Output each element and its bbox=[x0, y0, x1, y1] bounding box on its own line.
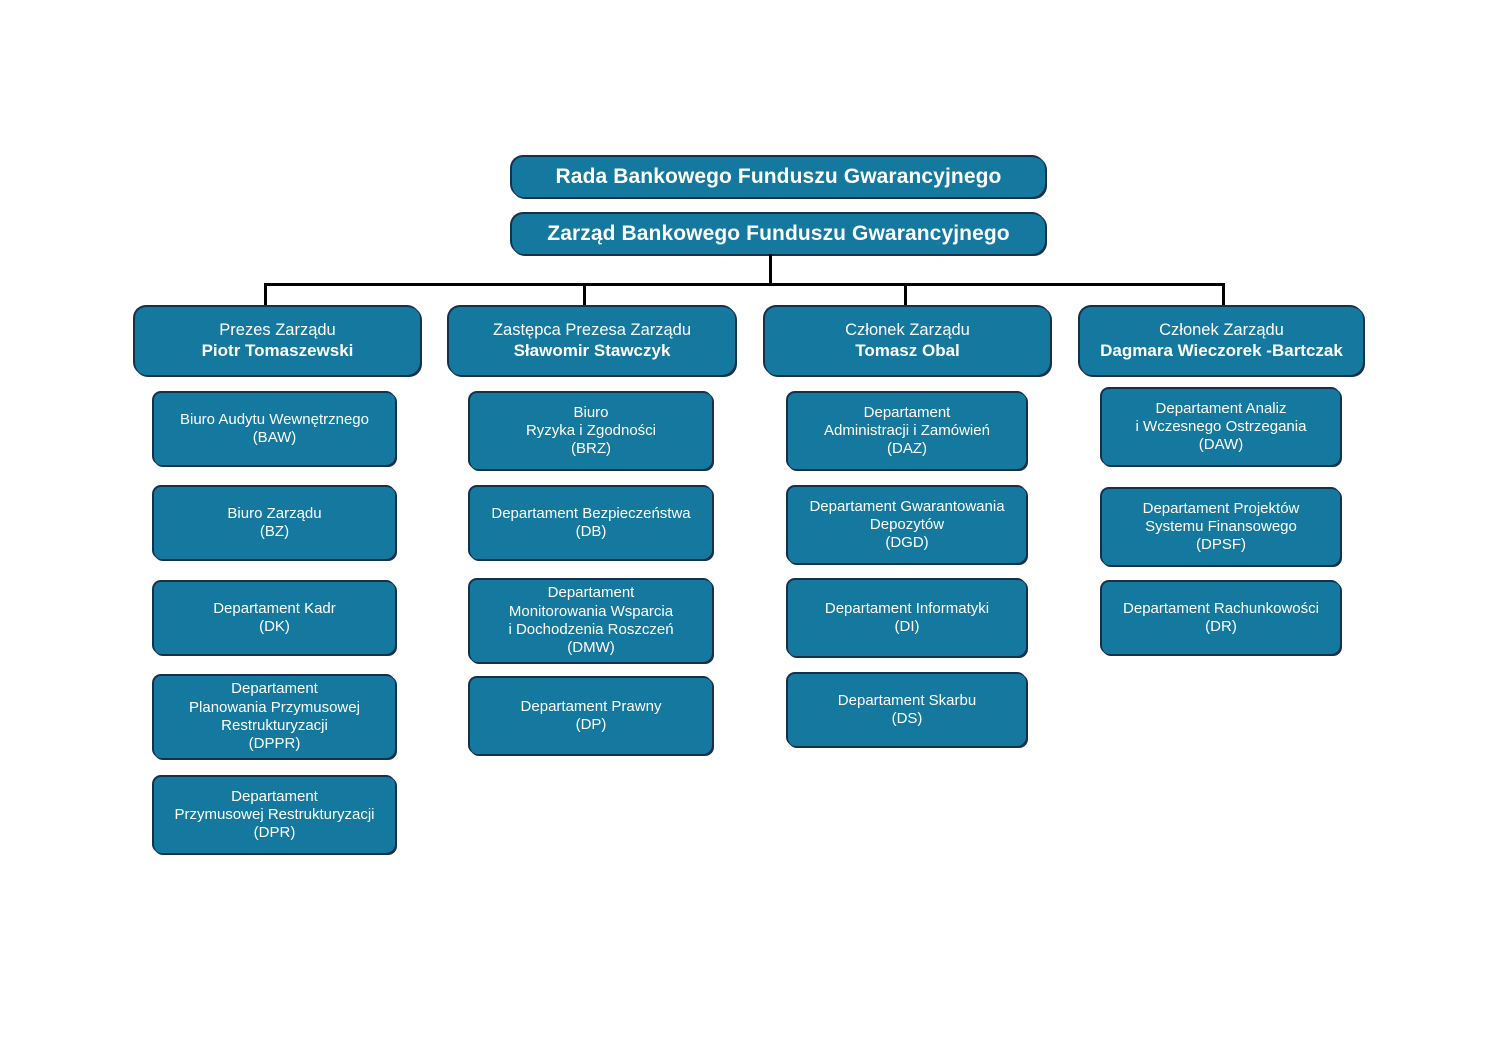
unit-dppr-line-3: Restrukturyzacji bbox=[221, 717, 328, 734]
connector-drop-col-4 bbox=[1222, 283, 1225, 307]
board-member-4-person: Dagmara Wieczorek -Bartczak bbox=[1100, 341, 1343, 361]
node-unit-brz: Biuro Ryzyka i Zgodności (BRZ) bbox=[468, 391, 712, 469]
node-unit-ds: Departament Skarbu (DS) bbox=[786, 672, 1026, 746]
unit-daz-line-1: Departament bbox=[863, 403, 951, 421]
node-unit-dgd: Departament Gwarantowania Depozytów (DGD… bbox=[786, 485, 1026, 563]
node-unit-dp: Departament Prawny (DP) bbox=[468, 676, 712, 754]
unit-dr-line-2: (DR) bbox=[1205, 618, 1237, 635]
unit-ds-line-2: (DS) bbox=[891, 710, 923, 727]
node-board-member-2: Zastępca Prezesa Zarządu Sławomir Stawcz… bbox=[447, 305, 735, 375]
connector-drop-col-3 bbox=[904, 283, 907, 307]
node-unit-bz: Biuro Zarządu (BZ) bbox=[152, 485, 395, 559]
unit-baw-line-2: (BAW) bbox=[252, 429, 297, 446]
unit-dpsf-line-3: (DPSF) bbox=[1196, 536, 1246, 554]
unit-dp-line-1: Departament Prawny bbox=[520, 697, 662, 715]
board-member-1-role: Prezes Zarządu bbox=[219, 321, 336, 340]
unit-dpr-line-1: Departament bbox=[231, 787, 318, 805]
unit-dgd-line-1: Departament Gwarantowania bbox=[809, 497, 1005, 515]
node-board-member-4: Członek Zarządu Dagmara Wieczorek -Bartc… bbox=[1078, 305, 1363, 375]
node-unit-dk: Departament Kadr (DK) bbox=[152, 580, 395, 654]
unit-db-line-1: Departament Bezpieczeństwa bbox=[491, 504, 691, 522]
unit-daw-line-2: i Wczesnego Ostrzegania bbox=[1135, 417, 1307, 435]
unit-dpr-line-2: Przymusowej Restrukturyzacji bbox=[174, 805, 375, 823]
unit-dppr-line-4: (DPPR) bbox=[248, 735, 301, 753]
unit-dmw-line-1: Departament bbox=[547, 584, 635, 602]
unit-bz-line-1: Biuro Zarządu bbox=[227, 504, 322, 522]
board-member-4-role: Członek Zarządu bbox=[1159, 321, 1284, 340]
unit-daz-line-2: Administracji i Zamówień bbox=[824, 421, 990, 439]
unit-di-line-1: Departament Informatyki bbox=[824, 599, 990, 617]
unit-daw-line-1: Departament Analiz bbox=[1155, 399, 1287, 417]
unit-dpsf-line-2: Systemu Finansowego bbox=[1145, 517, 1297, 535]
unit-brz-line-3: (BRZ) bbox=[571, 440, 611, 458]
unit-daz-line-3: (DAZ) bbox=[887, 440, 927, 458]
connector-drop-col-2 bbox=[583, 283, 586, 307]
connector-board-to-bus bbox=[769, 254, 772, 285]
unit-baw-line-1: Biuro Audytu Wewnętrznego bbox=[179, 410, 369, 428]
unit-dmw-line-2: Monitorowania Wsparcia bbox=[508, 602, 674, 620]
node-unit-di: Departament Informatyki (DI) bbox=[786, 578, 1026, 656]
board-member-1-person: Piotr Tomaszewski bbox=[201, 341, 354, 361]
unit-dppr-line-1: Departament bbox=[231, 680, 318, 698]
node-council-label: Rada Bankowego Funduszu Gwarancyjnego bbox=[555, 165, 1002, 189]
unit-brz-line-1: Biuro bbox=[573, 403, 609, 421]
node-unit-dr: Departament Rachunkowości (DR) bbox=[1100, 580, 1340, 654]
node-unit-dmw: Departament Monitorowania Wsparcia i Doc… bbox=[468, 578, 712, 662]
unit-ds-line-1: Departament Skarbu bbox=[837, 691, 977, 709]
unit-dgd-line-3: (DGD) bbox=[885, 534, 929, 552]
unit-dp-line-2: (DP) bbox=[575, 716, 607, 733]
node-unit-dpr: Departament Przymusowej Restrukturyzacji… bbox=[152, 775, 395, 853]
node-management-board: Zarząd Bankowego Funduszu Gwarancyjnego bbox=[510, 212, 1045, 254]
unit-brz-line-2: Ryzyka i Zgodności bbox=[525, 421, 657, 439]
node-unit-db: Departament Bezpieczeństwa (DB) bbox=[468, 485, 712, 559]
unit-dmw-line-3: i Dochodzenia Roszczeń bbox=[508, 621, 674, 638]
node-board-member-3: Członek Zarządu Tomasz Obal bbox=[763, 305, 1050, 375]
connector-drop-col-1 bbox=[264, 283, 267, 307]
unit-dgd-line-2: Depozytów bbox=[869, 515, 945, 533]
unit-dmw-line-4: (DMW) bbox=[567, 639, 615, 657]
node-unit-daw: Departament Analiz i Wczesnego Ostrzegan… bbox=[1100, 387, 1340, 465]
node-board-member-1: Prezes Zarządu Piotr Tomaszewski bbox=[133, 305, 420, 375]
unit-dpr-line-3: (DPR) bbox=[253, 824, 296, 842]
board-member-3-person: Tomasz Obal bbox=[855, 341, 960, 361]
node-council: Rada Bankowego Funduszu Gwarancyjnego bbox=[510, 155, 1045, 197]
unit-dk-line-1: Departament Kadr bbox=[213, 599, 336, 617]
unit-dr-line-1: Departament Rachunkowości bbox=[1123, 599, 1319, 617]
unit-daw-line-3: (DAW) bbox=[1198, 436, 1244, 454]
node-management-board-label: Zarząd Bankowego Funduszu Gwarancyjnego bbox=[547, 222, 1010, 246]
board-member-2-role: Zastępca Prezesa Zarządu bbox=[492, 321, 692, 340]
node-unit-daz: Departament Administracji i Zamówień (DA… bbox=[786, 391, 1026, 469]
node-unit-dpsf: Departament Projektów Systemu Finansoweg… bbox=[1100, 487, 1340, 565]
unit-dpsf-line-1: Departament Projektów bbox=[1142, 499, 1300, 517]
node-unit-baw: Biuro Audytu Wewnętrznego (BAW) bbox=[152, 391, 395, 465]
board-member-2-person: Sławomir Stawczyk bbox=[513, 341, 671, 361]
connector-horizontal-bus bbox=[264, 283, 1225, 286]
board-member-3-role: Członek Zarządu bbox=[845, 321, 970, 340]
unit-dppr-line-2: Planowania Przymusowej bbox=[189, 698, 360, 716]
unit-db-line-2: (DB) bbox=[575, 523, 607, 540]
unit-di-line-2: (DI) bbox=[894, 618, 920, 635]
unit-bz-line-2: (BZ) bbox=[259, 523, 290, 540]
unit-dk-line-2: (DK) bbox=[259, 618, 290, 635]
node-unit-dppr: Departament Planowania Przymusowej Restr… bbox=[152, 674, 395, 758]
